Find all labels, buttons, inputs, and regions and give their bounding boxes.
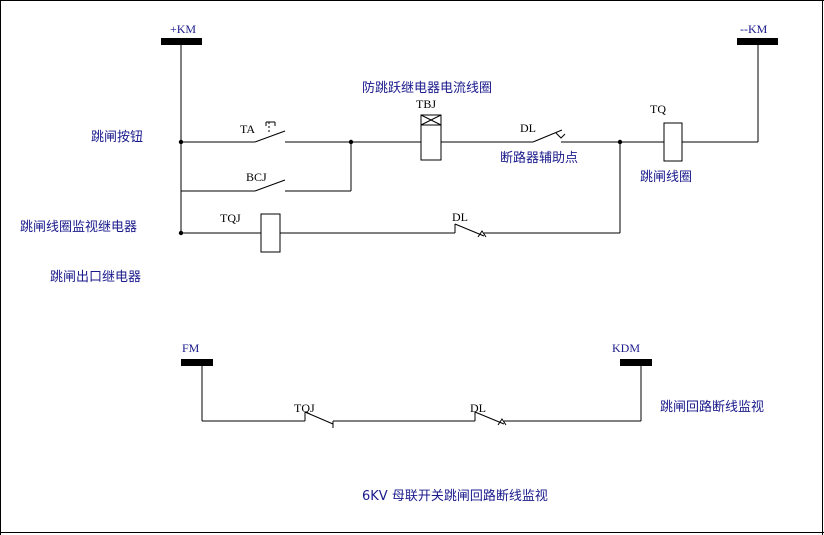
dl-top-contact-blade	[532, 129, 563, 143]
bcj-label: BCJ	[246, 170, 267, 184]
kdm-label: KDM	[612, 341, 640, 355]
junction-dot	[617, 139, 623, 145]
diagram-caption: 6KV 母联开关跳闸回路断线监视	[362, 488, 548, 504]
anti-pump-coil-note: 防跳跃继电器电流线圈	[362, 80, 492, 96]
trip-coil-note: 跳闸线圈	[640, 170, 692, 185]
dl-top-label: DL	[520, 121, 536, 135]
circuit-break-monitor-note: 跳闸回路断线监视	[660, 399, 764, 415]
plus-km-bus	[161, 38, 202, 45]
fm-bus	[181, 359, 213, 366]
minus-km-bus	[737, 38, 778, 45]
dl-top-contact-tip	[555, 132, 566, 139]
tbj-label: TBJ	[416, 97, 436, 111]
ta-contact-blade	[254, 130, 286, 143]
tbj-cap-cross-b	[420, 114, 442, 126]
junction-dot	[348, 139, 354, 145]
trip-output-relay-note: 跳闸出口继电器	[50, 270, 141, 285]
junction-dot	[178, 230, 184, 236]
trip-button-note: 跳闸按钮	[91, 130, 143, 145]
dl-bottom-label: DL	[470, 401, 486, 415]
tbj-coil	[420, 123, 442, 161]
tqj-coil	[260, 213, 281, 253]
kdm-bus	[620, 359, 652, 366]
tqj-contact-blade	[304, 411, 334, 425]
tq-label: TQ	[650, 102, 666, 116]
fm-label: FM	[182, 341, 200, 355]
bcj-contact-blade	[254, 179, 286, 192]
dl-mid-label: DL	[452, 210, 468, 224]
tqj-contact-label: TQJ	[294, 401, 315, 415]
junction-dot	[178, 139, 184, 145]
breaker-aux-note: 断路器辅助点	[500, 150, 578, 166]
dl-bottom-contact-blade	[474, 411, 505, 425]
minus-km-label: --KM	[740, 22, 768, 36]
ta-label: TA	[240, 122, 255, 136]
tqj-coil-label: TQJ	[220, 211, 241, 225]
trip-monitor-relay-note: 跳闸线圈监视继电器	[20, 220, 137, 235]
dl-mid-contact-blade	[454, 223, 485, 237]
plus-km-label: +KM	[170, 22, 196, 36]
tq-coil	[663, 122, 683, 162]
dl-mid-contact-tip	[477, 230, 487, 238]
dl-bottom-contact-tip	[497, 418, 507, 426]
